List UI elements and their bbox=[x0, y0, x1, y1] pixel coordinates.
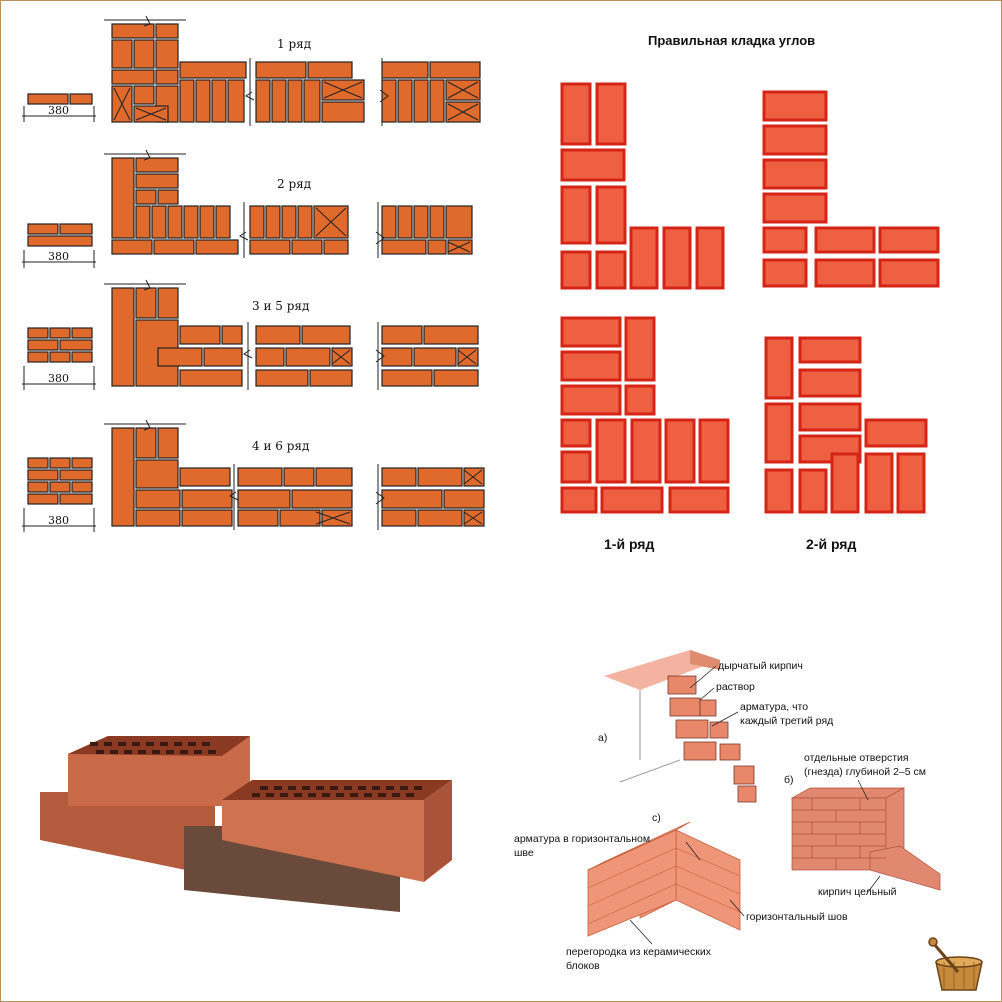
rebar-horizontal-label-2: шве bbox=[514, 847, 534, 859]
corner-bond-diagrams bbox=[560, 82, 940, 514]
row1-label: 1 ряд bbox=[277, 37, 312, 51]
row3-diagram bbox=[27, 287, 479, 387]
partition-label-1: перегородка из керамических bbox=[566, 946, 711, 958]
mortar-label: раствор bbox=[716, 681, 755, 693]
second-row-label: 2-й ряд bbox=[806, 536, 857, 552]
row3-label: 3 и 5 ряд bbox=[252, 299, 310, 313]
holes-label-1: отдельные отверстия bbox=[804, 752, 909, 764]
hollow-bricks-photo bbox=[40, 736, 452, 912]
horizontal-joint-label: горизонтальный шов bbox=[746, 911, 848, 923]
row4-label: 4 и 6 ряд bbox=[252, 439, 310, 453]
row2-diagram bbox=[27, 157, 473, 255]
label-b: б) bbox=[784, 774, 794, 786]
rebar-horizontal-label-1: арматура в горизонтальном bbox=[514, 833, 651, 845]
row1-diagram bbox=[27, 23, 481, 123]
row1-dimension: 380 bbox=[48, 104, 69, 117]
row3-dimension: 380 bbox=[48, 372, 69, 385]
row2-label: 2 ряд bbox=[277, 177, 312, 191]
corner-title: Правильная кладка углов bbox=[648, 33, 816, 48]
first-row-label: 1-й ряд bbox=[604, 536, 655, 552]
solid-brick-label: кирпич цельный bbox=[818, 886, 897, 898]
bucket-logo bbox=[928, 937, 983, 991]
rebar-label-1: арматура, что bbox=[740, 701, 809, 713]
rebar-label-2: каждый третий ряд bbox=[740, 715, 834, 727]
row4-dimension: 380 bbox=[48, 514, 69, 527]
row2-dimension: 380 bbox=[48, 250, 69, 263]
label-c: с) bbox=[652, 812, 661, 824]
label-a: а) bbox=[598, 732, 608, 744]
partition-label-2: блоков bbox=[566, 960, 600, 972]
masonry-sketches bbox=[587, 650, 941, 945]
holes-label-2: (гнезда) глубиной 2–5 см bbox=[804, 766, 926, 778]
hollow-brick-label: дырчатый кирпич bbox=[718, 660, 803, 672]
